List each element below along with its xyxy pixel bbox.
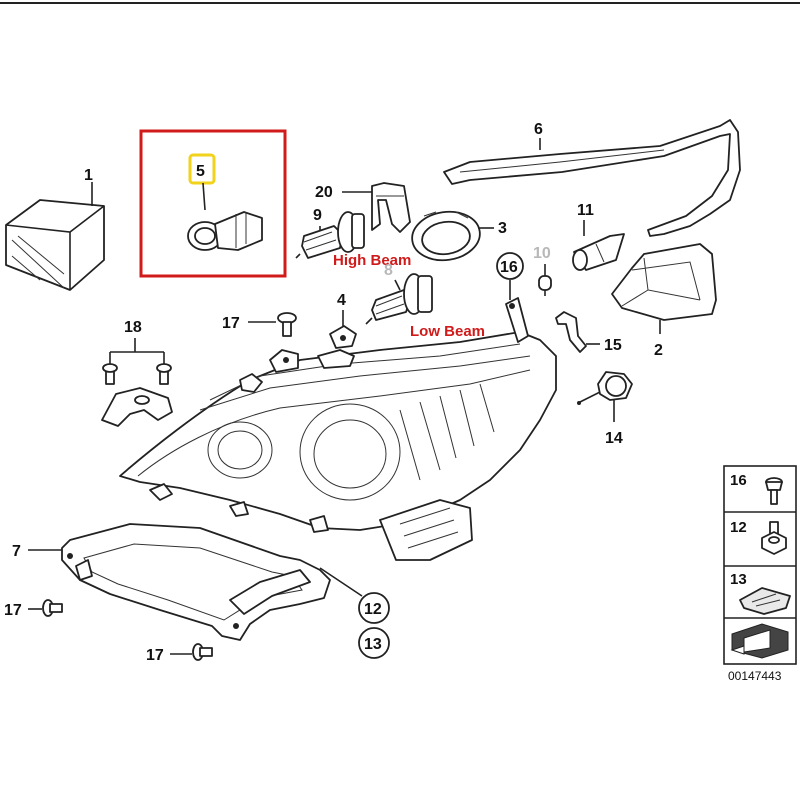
label-11: 11 [577, 202, 594, 219]
part-15-bracket[interactable] [555, 311, 587, 353]
label-2: 2 [654, 342, 663, 359]
low-beam-callout: Low Beam [410, 323, 485, 340]
label-4: 4 [337, 292, 346, 309]
headlight-housing[interactable] [119, 297, 557, 561]
label-9: 9 [313, 207, 322, 224]
legend-arrow-icon [730, 623, 789, 659]
label-13: 13 [364, 636, 382, 653]
part-5-bulb-socket[interactable] [187, 211, 263, 251]
highlight-label-frame [188, 153, 216, 185]
part-2-cover-cap[interactable] [611, 243, 717, 321]
label-3: 3 [498, 220, 507, 237]
part-10-small-bulb[interactable] [538, 275, 552, 296]
legend-13-clip-icon [739, 587, 791, 615]
label-6: 6 [534, 121, 543, 138]
part-17-screw-top[interactable] [277, 312, 297, 337]
part-18-bracket[interactable] [101, 387, 173, 427]
label-18: 18 [124, 319, 142, 336]
highlight-box [139, 129, 287, 278]
legend-label-13: 13 [730, 571, 747, 588]
label-15: 15 [604, 337, 622, 354]
legend-label-12: 12 [730, 519, 747, 536]
legend-12-nut-icon [761, 521, 787, 555]
label-5: 5 [196, 163, 205, 180]
part-4-clip-nut[interactable] [329, 325, 357, 349]
part-7-lower-frame[interactable] [61, 523, 331, 641]
legend-16-screw-icon [765, 477, 783, 505]
label-16: 16 [500, 259, 518, 276]
part-1-box[interactable] [5, 199, 105, 291]
part-20-clip[interactable] [371, 182, 411, 233]
part-6-seal-strip[interactable] [443, 119, 741, 237]
label-7: 7 [12, 543, 21, 560]
label-14: 14 [605, 430, 623, 447]
part-14-side-socket[interactable] [577, 371, 633, 405]
label-8: 8 [384, 262, 393, 279]
part-18-screw-left[interactable] [102, 363, 118, 385]
label-1: 1 [84, 167, 93, 184]
part-17-screw-left[interactable] [42, 599, 63, 617]
part-3-ring[interactable] [409, 208, 483, 265]
diagram-code: 00147443 [728, 669, 782, 683]
part-11-connector[interactable] [572, 233, 625, 271]
part-8-low-beam-bulb[interactable] [365, 273, 433, 325]
label-12: 12 [364, 601, 382, 618]
part-9-high-beam-bulb[interactable] [295, 211, 365, 259]
high-beam-callout: High Beam [333, 252, 411, 269]
part-17-screw-bottom[interactable] [192, 643, 213, 661]
legend-label-16: 16 [730, 472, 747, 489]
label-10: 10 [533, 245, 551, 262]
label-17-left: 17 [4, 602, 22, 619]
label-17-bottom: 17 [146, 647, 164, 664]
label-20: 20 [315, 184, 333, 201]
part-18-screw-right[interactable] [156, 363, 172, 385]
label-17-top: 17 [222, 315, 240, 332]
